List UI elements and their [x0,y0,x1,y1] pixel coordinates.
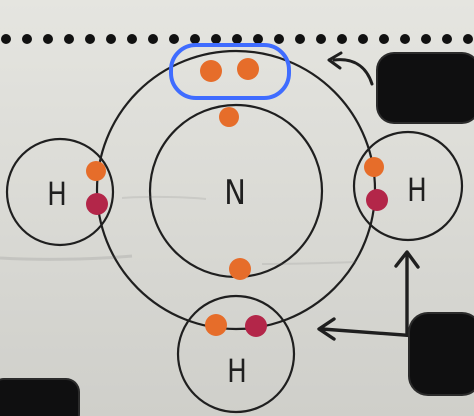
dot-border-icon [127,34,137,44]
bottom-bond-orange-electron [205,314,227,336]
dot-border-icon [295,34,305,44]
dot-border-icon [421,34,431,44]
dot-border-icon [253,34,263,44]
nitrogen-symbol: N [224,173,246,213]
dot-border-icon [232,34,242,44]
left-bond-orange-electron [86,161,106,181]
dot-border-icon [379,34,389,44]
dot-border-icon [190,34,200,44]
left-bond-red-electron [86,193,108,215]
curved-arrow-icon [332,58,374,86]
dot-border-icon [211,34,221,44]
lone-pair-electron [200,60,222,82]
dot-border-icon [442,34,452,44]
right-bond-orange-electron [364,157,384,177]
dot-border-icon [148,34,158,44]
dot-border-icon [22,34,32,44]
right-bond-red-electron [366,189,388,211]
inner-shell-electron-top [219,107,239,127]
electrons [86,58,388,337]
redaction-box [378,54,474,122]
hydrogen-right-shell [352,130,464,242]
dot-border-icon [463,34,473,44]
hydrogen-right-symbol: H [407,171,427,209]
dot-border-icon [358,34,368,44]
curved-arrow-head-icon [327,51,343,70]
dot-border-icon [43,34,53,44]
arrow-left-head-icon [317,317,336,341]
dot-border-icon [316,34,326,44]
dot-border-icon [85,34,95,44]
lone-pair-electron [237,58,259,80]
redaction-box [410,314,474,394]
hydrogen-left-symbol: H [47,175,67,213]
dot-border-icon [64,34,74,44]
hydrogen-left-shell [5,137,115,247]
dot-border-icon [400,34,410,44]
faint-background-marks [0,195,357,265]
dot-border-icon [274,34,284,44]
hydrogen-bottom-symbol: H [227,352,247,390]
lone-pair-highlight-outline [169,43,291,100]
hydrogen-bottom-shell [176,294,296,414]
arrow-up-head-icon [394,250,420,269]
dot-border-icon [169,34,179,44]
arrow-left-icon [320,327,419,338]
dot-border-row [1,34,473,44]
dot-border-icon [106,34,116,44]
inner-shell-electron-bottom [229,258,251,280]
dot-border-icon [1,34,11,44]
bottom-bond-red-electron [245,315,267,337]
dot-border-icon [337,34,347,44]
redaction-box [0,380,78,416]
